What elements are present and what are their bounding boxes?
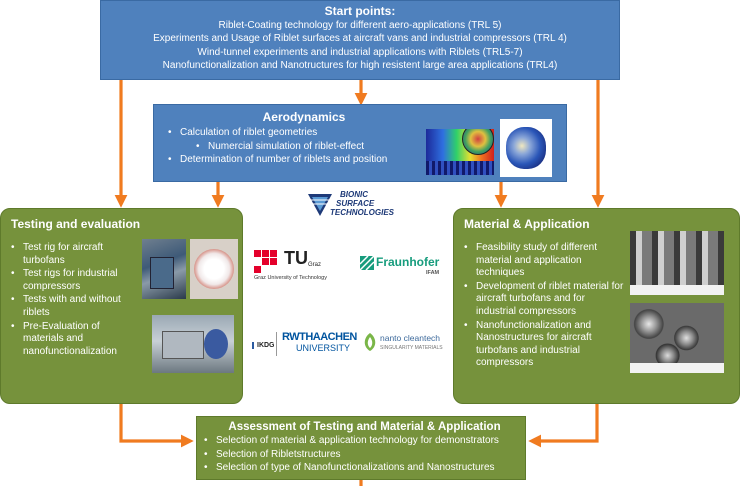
logo-divider: [276, 332, 277, 356]
ikdg-text: IKDG: [252, 342, 275, 349]
nanto-cleantech-logo: nanto cleantech SINGULARITY MATERIALS: [362, 330, 452, 358]
rwth-text: RWTHAACHEN: [282, 331, 357, 343]
testing-evaluation-box: Testing and evaluation Test rig for airc…: [0, 208, 243, 404]
nanto-text: nanto cleantech: [380, 333, 441, 343]
aerodynamics-box: Aerodynamics Calculation of riblet geome…: [153, 104, 567, 182]
bionic-triangle-icon: [308, 194, 332, 216]
aerodynamics-title: Aerodynamics: [262, 110, 346, 124]
start-points-title: Start points:: [324, 4, 396, 18]
assessment-title: Assessment of Testing and Material & App…: [228, 421, 501, 433]
aerodynamics-item: Calculation of riblet geometries: [168, 127, 428, 140]
arrow-material-to-assessment: [528, 404, 599, 448]
bionic-line: BIONIC: [340, 190, 368, 199]
fraunhofer-stripes-icon: [360, 256, 374, 270]
fraunhofer-text: Fraunhofer: [376, 255, 440, 269]
assessment-item: Selection of material & application tech…: [204, 435, 525, 448]
sem-riblet-image: [630, 231, 724, 295]
fraunhofer-logo: Fraunhofer IFAM: [360, 254, 444, 284]
assessment-box: Assessment of Testing and Material & App…: [196, 416, 526, 480]
sem-nanostructure-image: [630, 303, 724, 373]
assessment-list: Selection of material & application tech…: [204, 435, 525, 475]
tu-graz-city: Graz: [308, 262, 322, 268]
aerodynamics-item: Determination of number of riblets and p…: [168, 154, 428, 167]
fraunhofer-ifam: IFAM: [426, 270, 440, 276]
material-item: Nanofunctionalization and Nanostructures…: [464, 320, 624, 370]
material-application-box: Material & Application Feasibility study…: [453, 208, 740, 404]
bionic-line: TECHNOLOGIES: [330, 208, 395, 217]
assessment-item: Selection of type of Nanofunctionalizati…: [204, 462, 525, 475]
start-point-line: Riblet-Coating technology for different …: [218, 20, 502, 31]
ikdg-rwth-logo: IKDG RWTHAACHEN UNIVERSITY: [252, 330, 357, 358]
rwth-university: UNIVERSITY: [296, 343, 351, 353]
material-item: Development of riblet material for aircr…: [464, 281, 624, 319]
turbofan-photo: [190, 239, 238, 299]
arrow-testing-to-assessment: [119, 404, 194, 448]
cfd-simulation-image: [426, 129, 494, 175]
nanto-leaf-icon: [364, 333, 376, 351]
tu-graz-subtitle: Graz University of Technology: [254, 275, 327, 281]
compressor-photo: [152, 315, 234, 373]
testing-item: Test rig for aircraft turbofans: [11, 242, 136, 267]
testing-item: Test rigs for industrial compressors: [11, 268, 136, 293]
start-point-line: Nanofunctionalization and Nanotructures …: [162, 60, 558, 72]
aerodynamics-item: Numercial simulation of riblet-effect: [196, 141, 428, 154]
testing-title: Testing and evaluation: [11, 217, 141, 231]
tu-graz-text: TU: [284, 248, 308, 268]
material-title: Material & Application: [464, 217, 590, 231]
start-points-box: Start points: Riblet-Coating technology …: [100, 0, 620, 80]
testing-list: Test rig for aircraft turbofans Test rig…: [11, 242, 136, 359]
test-rig-photo: [142, 239, 186, 299]
aerodynamics-list: Calculation of riblet geometries Numerci…: [168, 127, 428, 168]
testing-item: Tests with and without riblets: [11, 294, 136, 319]
start-point-line: Experiments and Usage of Riblet surfaces…: [153, 33, 567, 45]
bionic-line: SURFACE: [336, 199, 375, 208]
turbine-mesh-image: [500, 119, 552, 177]
tu-graz-squares-icon: [254, 250, 277, 273]
start-point-line: Wind-tunnel experiments and industrial a…: [197, 46, 523, 58]
testing-item: Pre-Evaluation of materials and nanofunc…: [11, 321, 136, 359]
material-list: Feasibility study of different material …: [464, 242, 624, 371]
tu-graz-logo: TU Graz Graz University of Technology: [254, 246, 334, 286]
material-item: Feasibility study of different material …: [464, 242, 624, 280]
bionic-surface-logo: BIONIC SURFACE TECHNOLOGIES: [306, 190, 416, 220]
nanto-subtitle: SINGULARITY MATERIALS: [380, 345, 443, 351]
assessment-item: Selection of Ribletstructures: [204, 449, 525, 462]
